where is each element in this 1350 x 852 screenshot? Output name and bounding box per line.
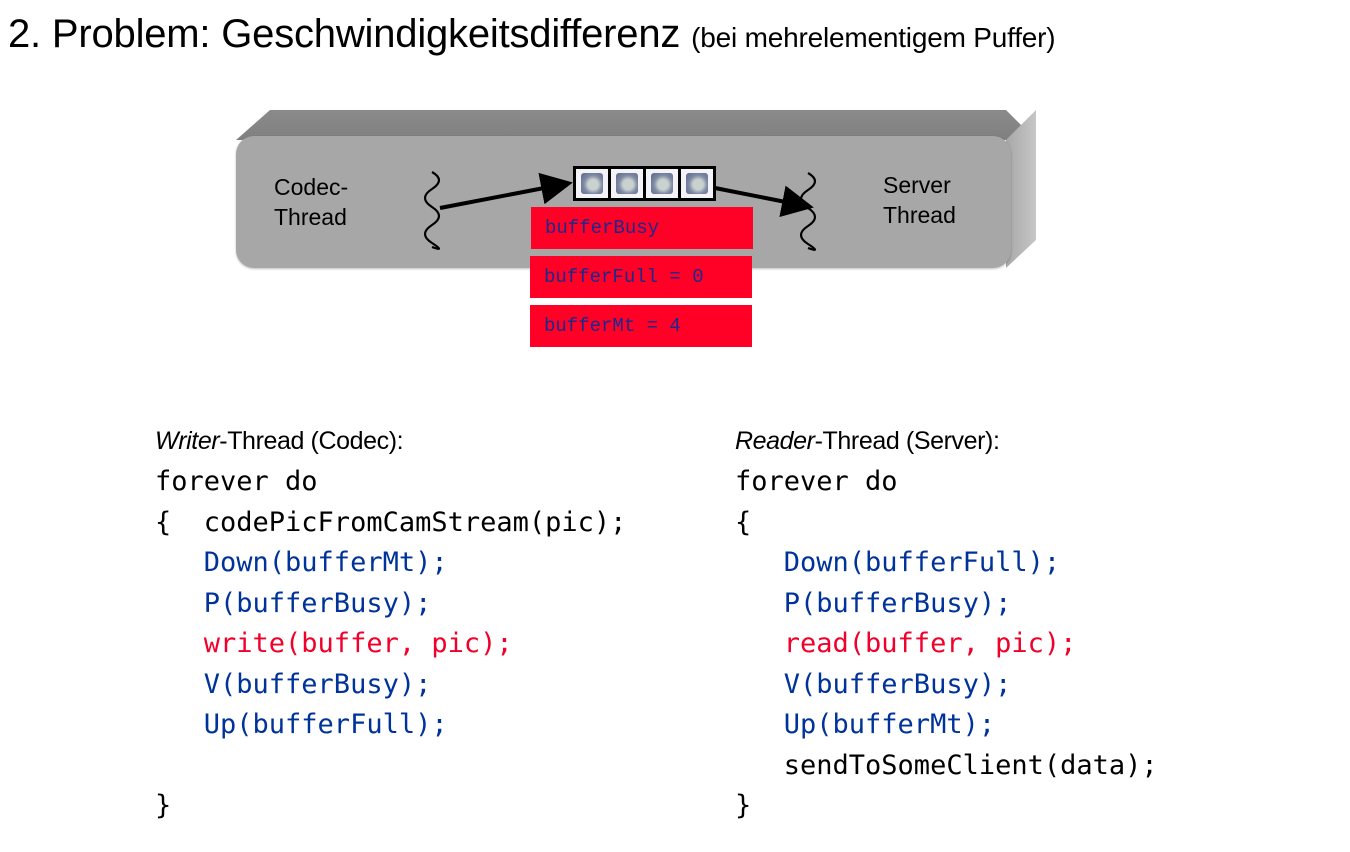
reader-code: forever do { Down(bufferFull); P(bufferBu… bbox=[735, 462, 1158, 827]
buffer-cell bbox=[646, 169, 678, 198]
reader-heading-italic: Reader bbox=[735, 427, 815, 455]
process-box-side bbox=[1006, 110, 1036, 268]
code-line: } bbox=[735, 790, 752, 821]
code-line: sendToSomeClient(data); bbox=[735, 749, 1158, 781]
picture-icon bbox=[616, 173, 638, 194]
code-line bbox=[155, 746, 626, 787]
code-line: Up(bufferMt); bbox=[735, 709, 996, 740]
writer-heading: Writer-Thread (Codec): bbox=[155, 424, 626, 462]
writer-thread-column: Writer-Thread (Codec): forever do { codeP… bbox=[155, 424, 626, 827]
semaphore-buffer-full: bufferFull = 0 bbox=[530, 256, 752, 298]
code-line: { bbox=[735, 506, 752, 538]
server-thread-label-line1: Server bbox=[883, 172, 951, 198]
reader-heading-rest: -Thread (Server): bbox=[814, 427, 1000, 455]
code-line: V(bufferBusy); bbox=[735, 668, 1012, 700]
picture-icon bbox=[686, 173, 708, 194]
ring-buffer bbox=[573, 166, 716, 201]
server-thread-label: Server Thread bbox=[883, 170, 956, 230]
code-line: V(bufferBusy); bbox=[155, 668, 432, 700]
picture-icon bbox=[581, 173, 603, 194]
codec-thread-label-line2: Thread bbox=[274, 204, 347, 230]
writer-heading-rest: -Thread (Codec): bbox=[219, 427, 404, 455]
semaphore-buffer-empty: bufferMt = 4 bbox=[530, 305, 752, 347]
buffer-cell bbox=[681, 169, 713, 198]
process-box-top bbox=[236, 110, 1036, 140]
picture-icon bbox=[651, 173, 673, 194]
codec-thread-label-line1: Codec- bbox=[274, 174, 349, 200]
title-main: 2. Problem: Geschwindigkeitsdifferenz bbox=[8, 12, 681, 56]
code-line: forever do bbox=[155, 466, 318, 497]
code-line: Down(bufferFull); bbox=[735, 547, 1061, 578]
writer-heading-italic: Writer bbox=[155, 427, 220, 455]
code-line: Down(bufferMt); bbox=[155, 547, 448, 578]
server-thread-label-line2: Thread bbox=[883, 202, 956, 228]
writer-code: forever do { codePicFromCamStream(pic); D… bbox=[155, 462, 626, 827]
code-line: forever do bbox=[735, 466, 898, 497]
code-line: P(bufferBusy); bbox=[735, 587, 1012, 619]
reader-thread-column: Reader-Thread (Server): forever do { Down… bbox=[735, 424, 1158, 827]
code-line: } bbox=[155, 790, 172, 821]
title-subtitle: (bei mehrelementigem Puffer) bbox=[691, 22, 1056, 53]
buffer-cell bbox=[576, 169, 608, 198]
slide-title: 2. Problem: Geschwindigkeitsdifferenz (b… bbox=[8, 12, 1056, 57]
code-line: P(bufferBusy); bbox=[155, 587, 432, 619]
codec-thread-label: Codec- Thread bbox=[274, 172, 348, 232]
code-line: { codePicFromCamStream(pic); bbox=[155, 506, 627, 538]
code-line: Up(bufferFull); bbox=[155, 709, 448, 740]
code-line: write(buffer, pic); bbox=[155, 628, 513, 659]
reader-heading: Reader-Thread (Server): bbox=[735, 424, 1158, 462]
buffer-cell bbox=[611, 169, 643, 198]
code-line: read(buffer, pic); bbox=[735, 628, 1077, 659]
semaphore-buffer-busy: bufferBusy bbox=[531, 207, 753, 249]
